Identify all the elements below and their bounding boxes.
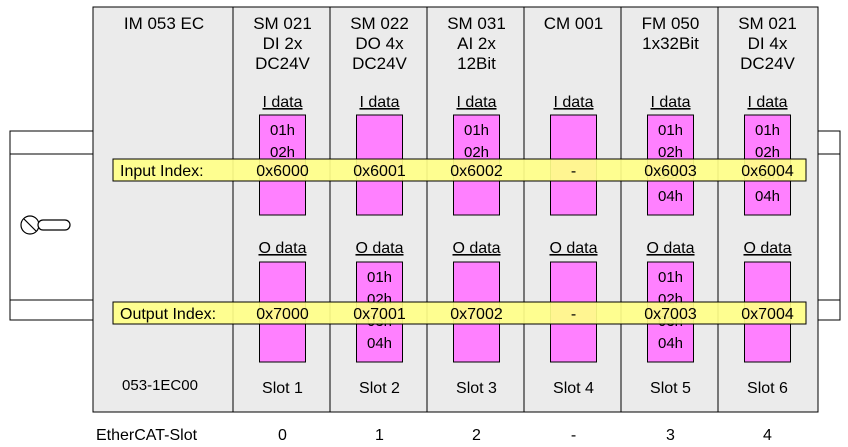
output-index-value: 0x7004 <box>741 306 794 323</box>
head-module-name: IM 053 EC <box>124 14 204 33</box>
module-title-line: DI 2x <box>263 34 303 53</box>
module-title-line: 12Bit <box>457 54 496 73</box>
head-module: IM 053 EC 053-1EC00 <box>122 14 204 394</box>
slot-label: Slot 6 <box>747 380 788 397</box>
input-data-cell: 02h <box>464 144 489 161</box>
ethercat-slot-value: - <box>571 427 576 444</box>
input-data-cell: 02h <box>755 144 780 161</box>
input-index-value: 0x6004 <box>741 163 794 180</box>
input-data-label: I data <box>456 94 496 111</box>
input-data-cell: 01h <box>464 122 489 139</box>
module-title-line: 1x32Bit <box>642 34 699 53</box>
slot-label: Slot 2 <box>359 380 400 397</box>
module-title-line: FM 050 <box>642 14 700 33</box>
output-data-label: O data <box>355 240 403 257</box>
input-index-label: Input Index: <box>120 163 204 180</box>
ethercat-slot-value: 3 <box>666 427 675 444</box>
module-title-line: AI 2x <box>457 34 496 53</box>
output-data-cell: 04h <box>658 335 683 352</box>
output-index-bar <box>112 301 807 325</box>
input-index-value: - <box>571 163 576 180</box>
output-index-label: Output Index: <box>120 306 216 323</box>
slot-label: Slot 3 <box>456 380 497 397</box>
screw-slot <box>23 218 37 232</box>
ethercat-slot-value: 2 <box>472 427 481 444</box>
ethercat-slot-row: EtherCAT-Slot 0 1 2 - 3 4 <box>96 427 772 444</box>
input-data-cell: 02h <box>270 144 295 161</box>
input-index: Input Index: 0x6000 0x6001 0x6002 - 0x6003 0x6… <box>112 158 807 182</box>
part-number: 053-1EC00 <box>122 377 198 394</box>
module-title-line: SM 031 <box>447 14 506 33</box>
slot-label: Slot 1 <box>262 380 303 397</box>
output-index: Output Index: 0x7000 0x7001 0x7002 - 0x7003 0x… <box>112 301 807 325</box>
input-data-cell: 02h <box>658 144 683 161</box>
output-data-cell: 01h <box>658 269 683 286</box>
output-data-cell: 04h <box>367 335 392 352</box>
output-index-value: - <box>571 306 576 323</box>
input-data-cell: 01h <box>270 122 295 139</box>
output-data-label: O data <box>646 240 694 257</box>
input-data-label: I data <box>262 94 302 111</box>
module-title-line: SM 021 <box>738 14 797 33</box>
ethercat-slot-value: 0 <box>278 427 287 444</box>
screw-icon <box>20 215 71 235</box>
index-bands: Input Index: 0x6000 0x6001 0x6002 - 0x6003 0x6… <box>112 158 807 325</box>
output-data-label: O data <box>743 240 791 257</box>
input-index-value: 0x6001 <box>353 163 406 180</box>
input-data-label: I data <box>747 94 787 111</box>
output-data-label: O data <box>452 240 500 257</box>
module-title-line: DC24V <box>352 54 407 73</box>
input-data-cell: 01h <box>658 122 683 139</box>
input-data-label: I data <box>650 94 690 111</box>
slot-label: Slot 5 <box>650 380 691 397</box>
output-data-label: O data <box>258 240 306 257</box>
input-data-cell: 04h <box>755 188 780 205</box>
input-data-label: I data <box>359 94 399 111</box>
slot-label: Slot 4 <box>553 380 594 397</box>
module-title-line: DI 4x <box>748 34 788 53</box>
screw-shaft <box>37 219 71 231</box>
input-index-bar <box>112 158 807 182</box>
output-data-label: O data <box>549 240 597 257</box>
module-title-line: DC24V <box>740 54 795 73</box>
module-title-line: CM 001 <box>544 14 604 33</box>
ethercat-slot-label: EtherCAT-Slot <box>96 427 198 444</box>
output-index-value: 0x7000 <box>256 306 309 323</box>
ethercat-slot-value: 4 <box>763 427 772 444</box>
ethercat-slot-value: 1 <box>375 427 384 444</box>
output-index-value: 0x7001 <box>353 306 406 323</box>
input-index-value: 0x6003 <box>644 163 697 180</box>
module-title-line: SM 022 <box>350 14 409 33</box>
output-data-cell: 01h <box>367 269 392 286</box>
module-title-line: DO 4x <box>355 34 404 53</box>
input-data-cell: 01h <box>755 122 780 139</box>
output-index-value: 0x7003 <box>644 306 697 323</box>
input-data-cell: 04h <box>658 188 683 205</box>
input-index-value: 0x6002 <box>450 163 503 180</box>
module-title-line: SM 021 <box>253 14 312 33</box>
input-data-label: I data <box>553 94 593 111</box>
input-index-value: 0x6000 <box>256 163 309 180</box>
output-index-value: 0x7002 <box>450 306 503 323</box>
module-title-line: DC24V <box>255 54 310 73</box>
